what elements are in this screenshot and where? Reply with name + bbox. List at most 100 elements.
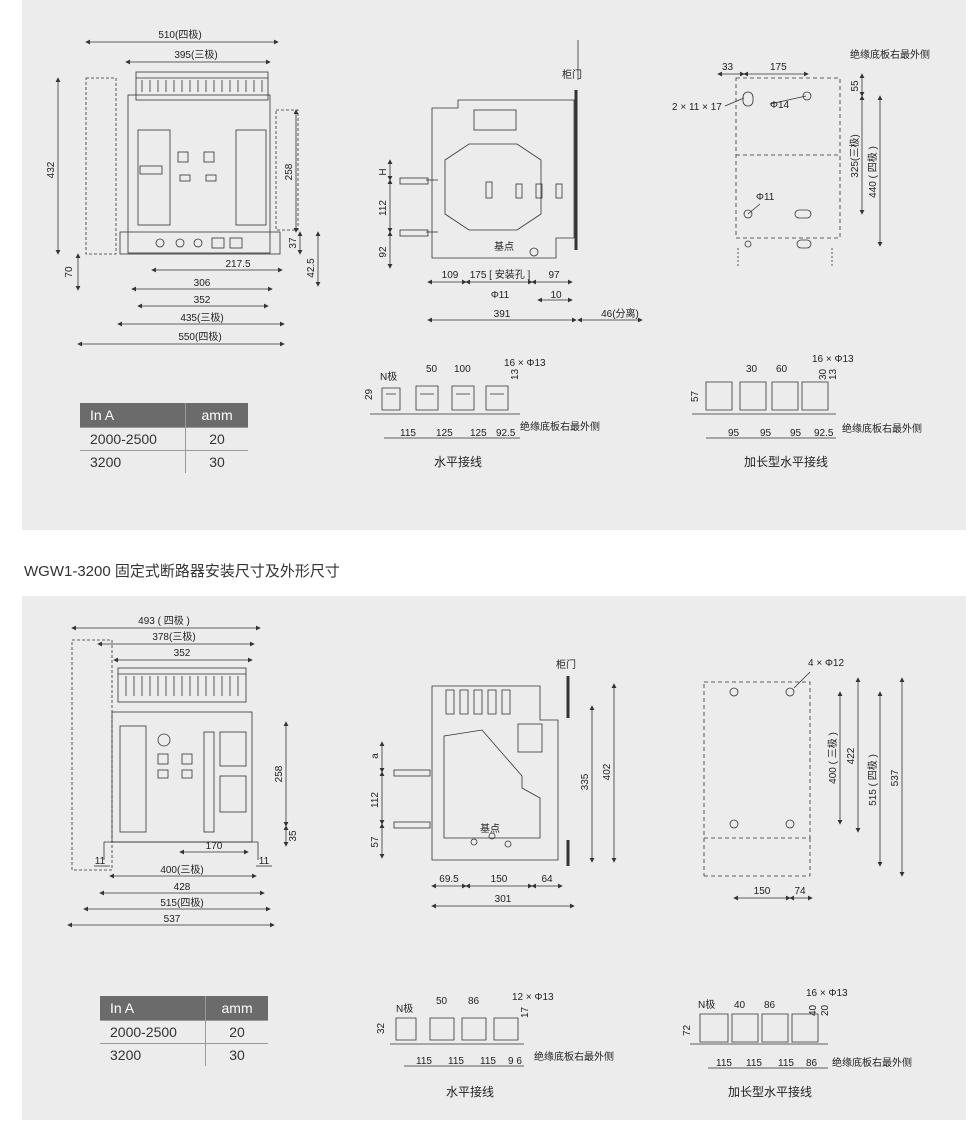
- bottom-busbar-drawing: [390, 1017, 524, 1067]
- diagram-caption: 水平接线: [446, 1084, 494, 1099]
- dim-text: 69.5: [439, 874, 459, 885]
- dim-text: 30: [746, 364, 758, 375]
- dim-text: 115: [716, 1058, 732, 1069]
- diagram-caption: 加长型水平接线: [728, 1084, 812, 1099]
- section-title: WGW1-3200 固定式断路器安装尺寸及外形尺寸: [24, 563, 340, 580]
- dim-text: 400(三极): [160, 863, 203, 876]
- table-header: In A: [80, 403, 186, 428]
- dim-text: 86: [764, 1000, 776, 1011]
- top-side-dims: [387, 40, 643, 323]
- dim-text: 72: [682, 1024, 693, 1036]
- dim-text: 109: [442, 270, 459, 281]
- dim-text: 217.5: [225, 259, 250, 270]
- table-header: In A: [100, 996, 206, 1021]
- dim-text: 16 × Φ13: [806, 988, 848, 999]
- bottom-side-dims: [379, 683, 617, 909]
- dim-text: 13: [510, 368, 521, 380]
- dim-text: 550(四极): [178, 330, 221, 343]
- dim-text: 125: [470, 428, 487, 439]
- dim-text: 20: [820, 1004, 831, 1016]
- top-front-view: [85, 71, 299, 255]
- dim-text: 33: [722, 62, 734, 73]
- dim-text: 4 × Φ12: [808, 658, 844, 669]
- dim-text: 55: [850, 80, 861, 92]
- dim-text: 175 [ 安装孔 ]: [470, 268, 531, 281]
- dim-text: 16 × Φ13: [812, 354, 854, 365]
- top-front-dims: [55, 39, 321, 347]
- dim-text: 537: [164, 914, 181, 925]
- dim-text: 13: [828, 368, 839, 380]
- dim-text: 391: [494, 309, 511, 320]
- bottom-side-view: [393, 676, 570, 866]
- dim-text: 16 × Φ13: [504, 358, 546, 369]
- top-busbar-drawing: [370, 385, 520, 439]
- dim-text: 92.5: [814, 428, 834, 439]
- dim-text: 86: [468, 996, 480, 1007]
- bottom-front-view: [71, 639, 259, 871]
- dim-text: 柜门: [562, 68, 582, 81]
- dim-text: N极: [698, 998, 715, 1011]
- dim-text: 115: [400, 428, 416, 439]
- dim-text: 258: [274, 765, 285, 782]
- dim-text: 50: [426, 364, 438, 375]
- dim-text: 125: [436, 428, 453, 439]
- dim-text: 112: [378, 200, 389, 216]
- table-header: amm: [205, 996, 268, 1021]
- dim-text: 12 × Φ13: [512, 992, 554, 1003]
- dim-text: Φ14: [770, 100, 790, 111]
- bottom-mount-dims: [733, 677, 905, 901]
- dim-text: 绝缘底板右最外侧: [534, 1050, 614, 1063]
- dim-text: 352: [174, 648, 191, 659]
- dim-text: 352: [194, 295, 211, 306]
- top-mount-view: [735, 77, 841, 268]
- dim-text: 175: [770, 62, 787, 73]
- dim-text: 115: [416, 1056, 432, 1067]
- dim-text: 432: [46, 161, 57, 178]
- dim-text: 306: [194, 278, 211, 289]
- dim-text: 2 × 11 × 17: [672, 102, 722, 113]
- dim-text: 10: [550, 290, 562, 301]
- dim-text: 95: [728, 428, 740, 439]
- bottom-front-dims: [67, 625, 289, 928]
- dim-text: 57: [370, 836, 381, 848]
- dim-text: 402: [602, 763, 613, 780]
- bottom-ext-busbar-drawing: [690, 1013, 828, 1069]
- dim-text: 170: [206, 841, 223, 852]
- dim-text: 70: [64, 266, 75, 278]
- dim-text: 17: [520, 1006, 531, 1018]
- dim-text: 422: [846, 747, 857, 764]
- dim-text: Φ11: [491, 290, 510, 301]
- dim-text: 435(三极): [180, 311, 223, 324]
- dim-text: 112: [370, 792, 381, 808]
- dim-text: 60: [776, 364, 788, 375]
- dim-text: 57: [690, 390, 701, 402]
- dim-text: 绝缘底板右最外侧: [832, 1056, 912, 1069]
- dim-text: 绝缘底板右最外侧: [520, 420, 600, 433]
- dim-text: 95: [760, 428, 772, 439]
- dim-text: 95: [790, 428, 802, 439]
- dim-text: 515(四极): [160, 896, 203, 909]
- dim-text: 35: [288, 830, 299, 842]
- dim-text: 510(四极): [158, 28, 201, 41]
- dim-text: 86: [806, 1058, 818, 1069]
- diagram-caption: 加长型水平接线: [744, 454, 828, 469]
- dim-text: 325(三极): [848, 134, 861, 177]
- dim-text: 395(三极): [174, 48, 217, 61]
- bottom-mount-view: [703, 671, 811, 877]
- dim-text: 9 6: [508, 1056, 522, 1067]
- dim-text: 440 ( 四极 ): [866, 146, 879, 198]
- dim-text: 537: [890, 769, 901, 786]
- dim-text: 92: [378, 246, 389, 258]
- dim-text: 42.5: [306, 258, 317, 278]
- dim-text: 11: [95, 856, 106, 867]
- dim-text: 115: [448, 1056, 464, 1067]
- diagram-caption: 水平接线: [434, 454, 482, 469]
- dim-text: 基点: [494, 240, 514, 253]
- dim-text: 40: [734, 1000, 746, 1011]
- dim-text: 11: [259, 856, 270, 867]
